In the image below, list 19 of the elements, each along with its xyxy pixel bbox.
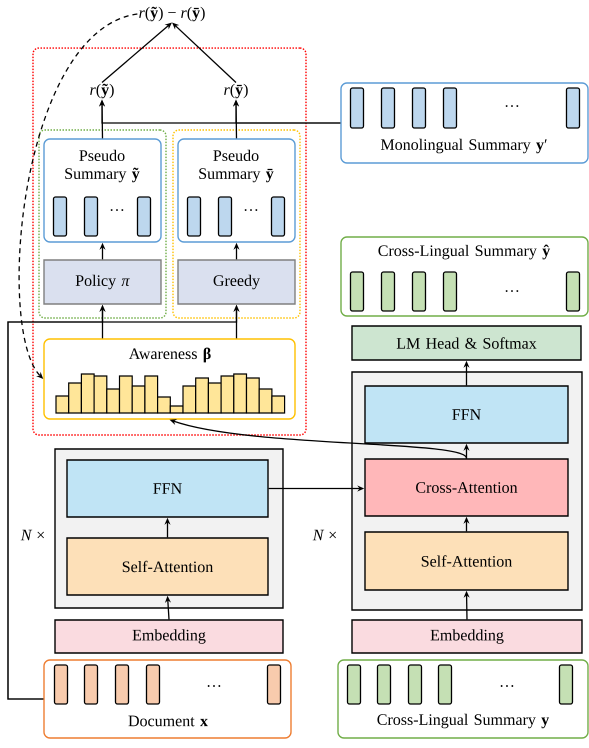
embedding-box: Embedding (54, 619, 284, 654)
dotted-group-box (172, 129, 301, 319)
dotted-group-box (38, 129, 167, 319)
dotted-group-box (32, 47, 307, 436)
self-attention-box: Self-Attention (364, 531, 569, 591)
embedding-box: Embedding (351, 619, 583, 654)
reward-label: r(ỹ) (90, 84, 114, 98)
cross-attention-box: Cross-Attention (364, 458, 569, 517)
repeat-label: N × (20, 530, 44, 540)
self-attention-box: Self-Attention (66, 537, 269, 596)
reward-label: r(ȳ) (224, 84, 248, 98)
repeat-label: N × (312, 530, 336, 540)
arrow (18, 13, 138, 379)
ffn-box: FFN (66, 459, 269, 518)
policy-box: Policy π (43, 259, 162, 305)
formula-label: r(ỹ) − r(ȳ) (139, 6, 205, 22)
greedy-box: Greedy (177, 259, 296, 305)
ffn-box: FFN (364, 385, 569, 444)
lm-head-box: LM Head & Softmax (351, 325, 582, 361)
